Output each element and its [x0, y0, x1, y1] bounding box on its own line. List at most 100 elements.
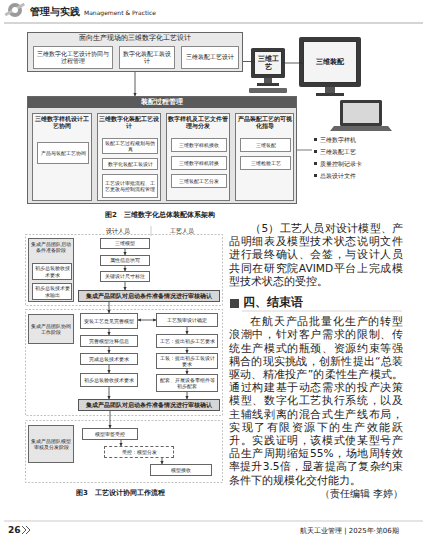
- process-box: 工艺：提出初步工艺要求: [156, 334, 218, 348]
- box-text: 三维装配工艺设计: [186, 54, 234, 61]
- box-text: 集成产品团队对启动条件准备情况进行审核确认: [86, 402, 212, 409]
- box-text: 工艺预审设计确定: [167, 317, 207, 323]
- flow-arrow: [125, 282, 126, 290]
- footer-rule: [4, 521, 423, 522]
- box-text: 三维数字样机转换: [179, 160, 219, 166]
- box-text: 模型审签受控: [95, 431, 125, 437]
- box-text: 三维检验工艺: [251, 160, 281, 166]
- process-box: 三维装配工艺分发: [171, 174, 227, 188]
- box-text: 三维模型: [115, 240, 135, 246]
- list-item: 三维装配工艺: [320, 148, 356, 157]
- process-box: 初步总装验收技术要求: [32, 263, 72, 280]
- box-text: 装配工艺过程规划与仿真: [104, 140, 156, 153]
- flow-arrow: [138, 320, 156, 321]
- process-box: 受控：模型分发: [104, 446, 174, 458]
- box-text: 工装：提出初步工装设计要求: [158, 355, 216, 368]
- flow-arrow: [243, 61, 254, 62]
- header-rule: [4, 23, 423, 24]
- flow-arrow: [109, 302, 110, 313]
- monitor-icon: [299, 37, 361, 96]
- process-box: 工艺设计审批流程、工艺更改与控制流程管理: [102, 174, 158, 198]
- process-box: 数字化装配工装设计: [102, 158, 158, 170]
- process-box: 数字化装配工装设计: [119, 46, 175, 69]
- process-box: 模型审签受控: [82, 428, 138, 440]
- box-text: 关键设计尺寸标注: [105, 273, 145, 279]
- process-box: 集成产品团队对启动条件准备情况进行审核确认: [78, 399, 220, 411]
- box-text: 配套、开展设备零组件等初步配套: [158, 377, 216, 390]
- process-box: 配套、开展设备零组件等初步配套: [156, 374, 218, 392]
- process-box: 集成产品团队启动条件准备阶段初步总装验收技术要求初步总装技术要求输出: [28, 238, 74, 302]
- box-text: 产品装配工艺的可视化指导: [237, 116, 292, 130]
- monitor-icon: [249, 48, 287, 93]
- box-text: 三维装配工艺分发: [179, 178, 219, 184]
- figure-caption: 图3 工艺设计协同工作流程: [76, 488, 165, 498]
- heading-marker: [230, 299, 239, 308]
- flow-arrow: [282, 63, 303, 64]
- box-text: 三维数字样机设计工艺协同: [34, 116, 90, 130]
- process-box: 三维装配: [240, 138, 291, 152]
- process-box: 集成产品团队模型审核及分发阶段: [28, 425, 74, 463]
- page-chevron: [22, 526, 30, 534]
- process-box: 三维装配工艺设计: [181, 46, 239, 69]
- box-text: 集成产品团队模型审核及分发阶段: [30, 438, 72, 451]
- process-box: 三维数字样机接收: [171, 138, 227, 152]
- box-text: 集成产品团队协同工作阶段: [30, 323, 72, 336]
- list-bullet: [314, 138, 317, 177]
- box-text: 三维工艺: [255, 55, 281, 72]
- figure-caption: 图2 三维数字化总体装配体系架构: [105, 210, 215, 220]
- text-column: （5）工艺人员对设计模型、产品明细表及模型技术状态说明文件进行最终确认、会签，与…: [229, 222, 403, 500]
- process-box: 初步总装验收技术要求: [80, 373, 138, 387]
- column-header: 设计人员: [106, 227, 130, 236]
- process-box: 产品装配工艺的可视化指导三维装配三维检验工艺: [235, 113, 294, 201]
- column-divider: [151, 226, 152, 236]
- process-box: 完成总装技术要求: [80, 353, 138, 365]
- monitor-screen: 三维工艺: [254, 51, 282, 75]
- process-box: 初步总装技术要求输出: [32, 283, 72, 300]
- section-heading: 四、结束语: [243, 296, 403, 309]
- laptop-icon: [330, 100, 392, 131]
- heading-rule: [242, 311, 402, 312]
- process-box: 安装工艺意见完善模型: [80, 313, 138, 329]
- list-item: 质量控制记录卡: [320, 160, 362, 169]
- process-box: 三维数字样机转换: [171, 156, 227, 170]
- box-text: 安装工艺意见完善模型: [84, 318, 134, 324]
- box-text: 属性信息填写: [110, 257, 140, 263]
- process-box: 装配工艺过程规划与仿真: [102, 138, 158, 154]
- box-text: 初步总装验收技术要求: [84, 377, 134, 383]
- flow-arrow: [109, 365, 110, 373]
- running-head: 管理与实践: [30, 6, 80, 19]
- process-box: 属性信息填写: [100, 255, 150, 266]
- leader-line: [297, 150, 312, 151]
- box-text: 数字化装配工装设计: [108, 161, 153, 167]
- box-text: 数字样机及工艺文件管理与分发: [168, 116, 228, 130]
- box-text: 完善模型注释信息: [89, 338, 129, 344]
- flow-arrow: [110, 411, 111, 428]
- box-text: 工艺设计审批流程、工艺更改与控制流程管理: [104, 180, 156, 193]
- flow-arrow: [135, 72, 136, 96]
- editor-note: （责任编辑 李婷）: [229, 487, 403, 500]
- body-paragraph: 在航天产品批量化生产的转型浪潮中，针对客户需求的限制、传统生产模式的瓶颈、资源约…: [229, 315, 403, 487]
- box-text: 三维数字样机接收: [179, 142, 219, 148]
- box-text: 三维装配: [316, 58, 344, 66]
- phase-frame: [26, 421, 223, 483]
- box-text: 完成总装技术要求: [89, 356, 129, 362]
- process-box: 三维数字化装配工艺设计装配工艺过程规划与仿真数字化装配工装设计工艺设计审批流程、…: [97, 113, 161, 201]
- process-box: 产品与装配工艺协同: [37, 142, 89, 164]
- column-header: 工艺人员: [170, 227, 194, 236]
- box-text: 面向生产现场的三维数字化工艺设计: [79, 35, 191, 43]
- journal-footer: 航天工业管理 | 2025年·第06期: [300, 526, 399, 536]
- process-box: 关键设计尺寸标注: [100, 271, 150, 282]
- page-number: 26: [8, 525, 21, 535]
- process-box: 完善模型注释信息: [80, 335, 138, 347]
- flow-arrow: [109, 387, 110, 399]
- box-text: 产品与装配工艺协同: [41, 150, 86, 156]
- process-box: 模型接收: [150, 464, 212, 476]
- header-logo: [4, 3, 25, 17]
- box-text: 受控：模型分发: [122, 449, 157, 455]
- phase-frame: [26, 235, 223, 306]
- box-text: 装配过程管理: [28, 97, 296, 108]
- box-text: 工艺：提出初步工艺要求: [160, 338, 215, 344]
- monitor-screen: 三维装配: [303, 41, 357, 83]
- box-text: 数字化装配工装设计: [121, 51, 173, 65]
